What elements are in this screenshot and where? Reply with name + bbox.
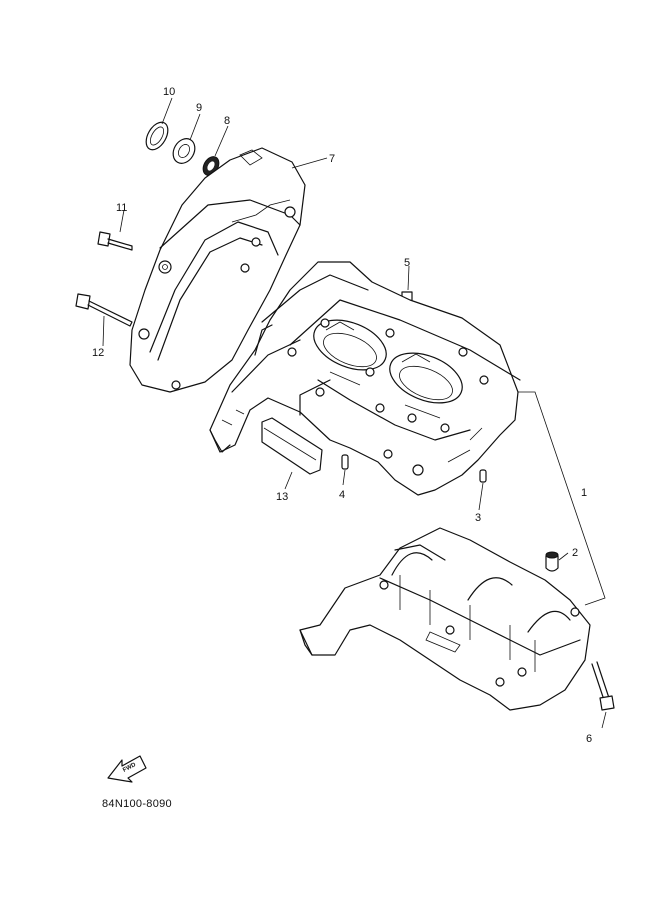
part-13-plate	[261, 417, 323, 475]
part-10-oil-seal	[145, 121, 169, 151]
part-11-bolt	[97, 231, 133, 251]
part-7-crankcase-cover	[129, 147, 306, 393]
callout-7: 7	[329, 153, 335, 165]
crankcase-lower-half	[299, 527, 591, 711]
crankcase-upper-half	[209, 261, 521, 496]
callout-6: 6	[586, 733, 592, 745]
fwd-arrow-icon: FWD	[107, 755, 147, 783]
part-1-bracket	[518, 391, 606, 606]
callout-13: 13	[276, 491, 288, 503]
reference-code: 84N100-8090	[102, 798, 172, 810]
part-9-bearing	[172, 138, 196, 164]
part-12-bolt	[75, 293, 133, 327]
callout-8: 8	[224, 115, 230, 127]
part-2-dowel	[545, 551, 559, 572]
callout-9: 9	[196, 102, 202, 114]
callout-12: 12	[92, 347, 104, 359]
part-4-dowel	[341, 454, 349, 470]
callout-11: 11	[116, 202, 127, 214]
callout-1: 1	[581, 487, 587, 499]
leader-lines	[102, 97, 607, 729]
callout-4: 4	[339, 489, 345, 501]
callout-3: 3	[475, 512, 481, 524]
callout-10: 10	[163, 86, 175, 98]
part-6-bolt	[591, 661, 615, 711]
callout-5: 5	[404, 257, 410, 269]
callout-2: 2	[572, 547, 578, 559]
part-3-dowel	[479, 469, 487, 483]
